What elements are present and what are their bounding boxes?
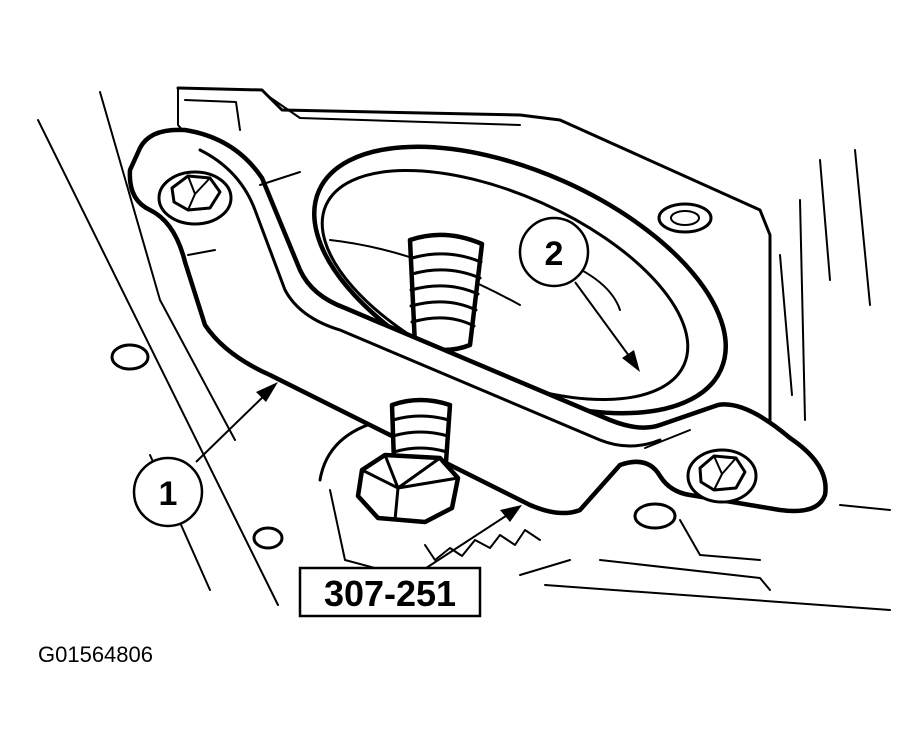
callout-1-circle <box>132 456 204 528</box>
bracket-bolt-left-face <box>187 175 211 211</box>
bracket-bend-line-mid <box>259 171 301 186</box>
forcing-screw-thread-3 <box>392 446 449 454</box>
housing-edge-left-outer <box>37 119 279 606</box>
callout-2: 2 <box>518 216 590 288</box>
housing-edge-left-mid <box>159 299 236 441</box>
housing-bottom-c <box>519 559 571 576</box>
housing-bottom-b <box>599 559 771 591</box>
housing-drawing <box>37 86 891 611</box>
forcing-screw-thread-1 <box>391 414 451 422</box>
housing-bottom-d <box>679 519 761 561</box>
upper-stud-thread-1 <box>410 252 483 264</box>
callout-1-label: 1 <box>159 475 178 513</box>
leader-2-arrowhead <box>622 350 640 372</box>
bracket-bend-line-right <box>644 429 691 449</box>
tool-number-box <box>298 566 482 618</box>
forcing-screw-hex-head <box>355 452 461 525</box>
tool-number-text: 307-251 <box>324 573 456 614</box>
leaders <box>195 281 640 573</box>
callout-2-circle <box>518 216 590 288</box>
leader-1-arrowhead <box>256 382 278 402</box>
upper-stud-thread-2 <box>410 268 482 280</box>
upper-stud-thread-3 <box>409 284 480 296</box>
housing-hole-upper-right-inner <box>670 210 700 226</box>
housing-hole-left <box>110 343 150 371</box>
callout-1: 1 <box>132 456 204 528</box>
housing-hole-upper-right <box>657 202 713 234</box>
gear-teeth <box>424 529 541 561</box>
housing-edge-right-b <box>819 159 831 281</box>
figure-reference: G01564806 <box>38 642 153 667</box>
housing-bottom-a <box>544 584 891 611</box>
back-plate-top-lip <box>184 99 241 131</box>
bracket-inner-edge <box>198 148 662 448</box>
forcing-screw-hex-face-3 <box>360 468 460 490</box>
housing-edge-left-inner <box>99 91 161 301</box>
callout-2-label: 2 <box>545 235 564 273</box>
bracket-bend-line-left <box>187 249 216 256</box>
upper-stud-thread-4 <box>409 300 478 312</box>
housing-hole-lower-left <box>252 526 284 550</box>
bracket-bolt-right-face <box>713 455 737 491</box>
back-plate-outline <box>176 86 772 422</box>
back-plate-inner <box>267 95 521 126</box>
tool-number-label: 307-251 <box>298 566 482 618</box>
upper-stud-thread-5 <box>410 316 476 328</box>
forcing-screw-thread-2 <box>391 430 450 438</box>
leader-2-line <box>574 281 633 361</box>
housing-bottom-right <box>839 504 891 511</box>
housing-edge-right-a <box>799 199 806 421</box>
housing-hole-lower-right <box>633 502 677 530</box>
leader-tool-arrowhead <box>500 505 522 522</box>
housing-edge-right-d <box>779 254 793 396</box>
forcing-screw-hex-face-2 <box>393 486 400 522</box>
housing-edge-right-c <box>854 149 871 306</box>
leader-tool-line <box>419 511 513 573</box>
leader-1-line <box>195 391 269 463</box>
